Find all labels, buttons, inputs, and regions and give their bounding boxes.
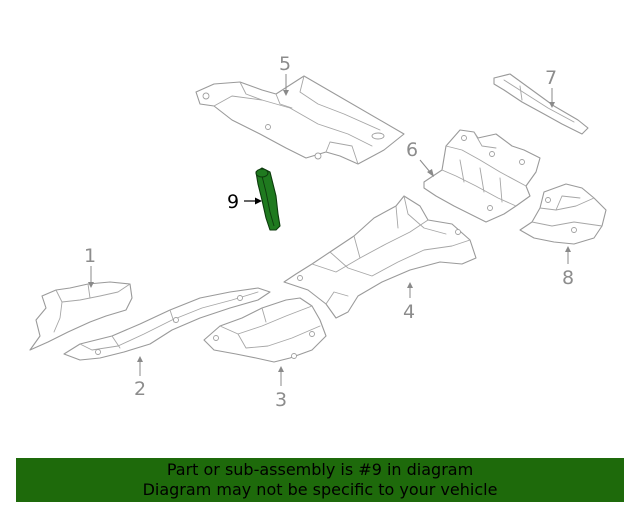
callout-5: 5 [279, 53, 291, 75]
part-6-rear-shield[interactable] [423, 129, 541, 223]
parts-diagram: 1 2 3 4 5 6 7 8 9 [29, 53, 607, 411]
part-1-side-panel[interactable] [29, 281, 133, 351]
part-5-heat-shield[interactable] [195, 75, 405, 165]
part-3-floor-shield[interactable] [203, 297, 327, 363]
leader-lines [88, 74, 571, 386]
callout-8: 8 [562, 267, 574, 289]
callout-labels: 1 2 3 4 5 6 7 8 9 [84, 53, 574, 411]
callout-9: 9 [227, 191, 239, 213]
part-8-small-shield[interactable] [519, 183, 607, 245]
banner-line-1: Part or sub-assembly is #9 in diagram [166, 460, 474, 479]
part-7-bracket[interactable] [493, 73, 589, 135]
callout-2: 2 [134, 378, 146, 400]
callout-1: 1 [84, 245, 96, 267]
info-banner: Part or sub-assembly is #9 in diagram Di… [16, 458, 624, 502]
banner-line-2: Diagram may not be specific to your vehi… [142, 480, 498, 499]
callout-3: 3 [275, 389, 287, 411]
callout-7: 7 [545, 67, 557, 89]
part-4-tunnel-shield[interactable] [283, 195, 477, 319]
callout-6: 6 [406, 139, 418, 161]
callout-4: 4 [403, 301, 415, 323]
part-9-bracket-highlighted[interactable] [255, 167, 281, 231]
part-2-rail-shield[interactable] [63, 287, 271, 361]
